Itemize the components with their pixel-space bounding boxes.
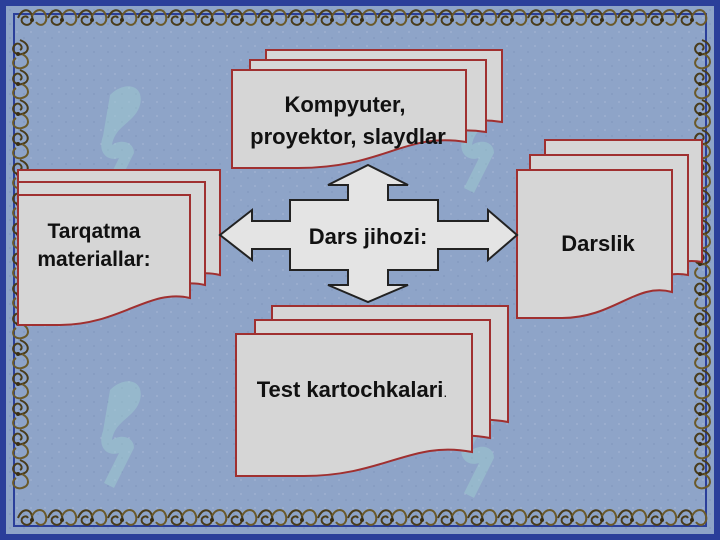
card-top-line1: Kompyuter, (284, 92, 405, 117)
center-label: Dars jihozi: (309, 224, 428, 249)
card-left-line1: Tarqatma (48, 220, 141, 243)
card-top: Kompyuter, proyektor, slaydlar (231, 49, 503, 169)
card-bottom-label: Test kartochkalari. (257, 377, 448, 402)
card-right: Darslik (516, 139, 703, 319)
card-bottom: Test kartochkalari. (235, 305, 509, 477)
card-top-line2: proyektor, slaydlar (250, 124, 446, 149)
center-four-way-arrow: Dars jihozi: (218, 163, 519, 304)
card-right-label: Darslik (561, 231, 635, 256)
card-left: Tarqatma materiallar: (17, 169, 221, 326)
card-left-line2: materiallar: (37, 248, 150, 271)
